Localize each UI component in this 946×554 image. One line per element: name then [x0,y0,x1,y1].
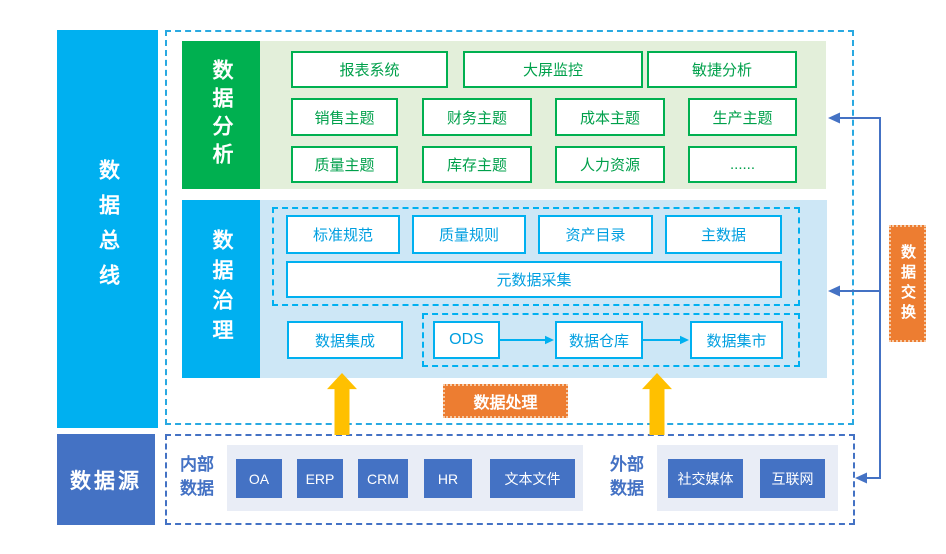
data-source-title-box: 数据源 [57,434,155,525]
flow-box-ods: ODS [433,321,500,359]
source-box-erp: ERP [297,459,343,498]
analysis-box-agile-analysis: 敏捷分析 [647,51,797,88]
external-data-label: 外部数据 [610,455,644,498]
source-box-crm: CRM [358,459,408,498]
source-box-social-media: 社交媒体 [668,459,743,498]
flow-box-data-mart: 数据集市 [690,321,783,359]
governance-box-data-integration: 数据集成 [287,321,403,359]
warehouse-flow-group [422,313,800,367]
internal-data-label: 内部数据 [180,455,214,498]
data-processing-box: 数据处理 [443,384,568,418]
governance-box-standards: 标准规范 [286,215,400,254]
governance-box-metadata-collection: 元数据采集 [286,261,782,298]
analysis-box-hr-theme: 人力资源 [555,146,665,183]
analysis-box-quality-theme: 质量主题 [291,146,398,183]
arrow-to-sources-icon [855,472,867,484]
data-bus-label: 数据总线 [96,159,120,299]
source-box-internet: 互联网 [760,459,825,498]
analysis-box-sales-theme: 销售主题 [291,98,398,136]
sources-dashed-container [165,434,855,525]
governance-box-master-data: 主数据 [665,215,782,254]
analysis-box-ellipsis: ...... [688,146,797,183]
governance-box-asset-catalog: 资产目录 [538,215,653,254]
analysis-box-finance-theme: 财务主题 [422,98,532,136]
governance-section-bar: 数据治理 [182,200,260,378]
governance-standards-group [272,207,800,306]
governance-box-quality-rules: 质量规则 [412,215,526,254]
governance-section-label: 数据治理 [210,229,233,349]
analysis-box-cost-theme: 成本主题 [555,98,665,136]
source-box-hr: HR [424,459,472,498]
data-exchange-bar: 数据交换 [889,225,926,342]
source-box-oa: OA [236,459,282,498]
analysis-box-production-theme: 生产主题 [688,98,797,136]
data-bus-bar: 数据总线 [57,30,158,428]
analysis-section-label: 数据分析 [210,59,233,171]
flow-box-data-warehouse: 数据仓库 [555,321,643,359]
source-box-text-files: 文本文件 [490,459,575,498]
data-exchange-label: 数据交换 [899,243,916,324]
analysis-box-screen-monitor: 大屏监控 [463,51,643,88]
analysis-box-report-system: 报表系统 [291,51,448,88]
analysis-box-inventory-theme: 库存主题 [422,146,532,183]
analysis-section-bar: 数据分析 [182,41,260,189]
